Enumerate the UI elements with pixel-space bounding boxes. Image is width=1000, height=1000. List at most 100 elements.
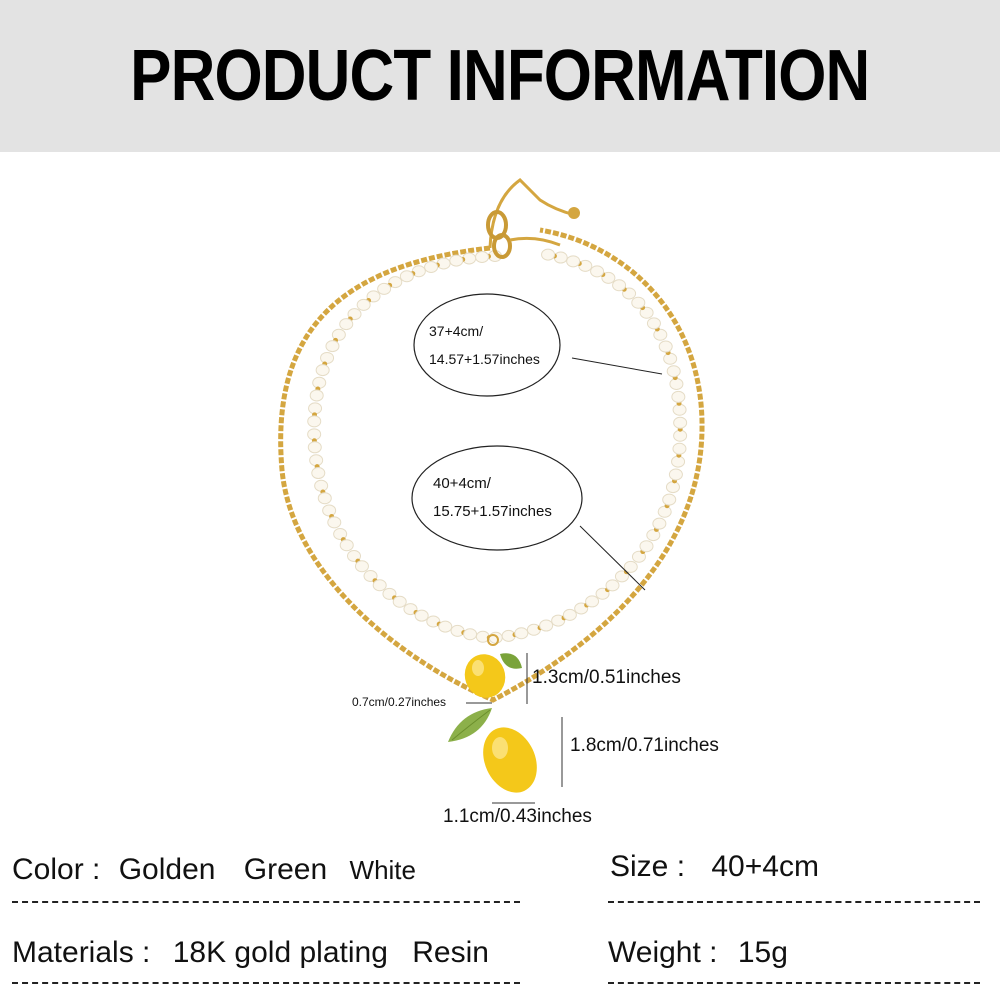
spec-weight-value: 15g [737,936,788,969]
pearl [426,615,441,628]
pearl [665,481,680,494]
spec-color: Color : Golden Green White [12,853,416,887]
pendant-2-width: 1.1cm/0.43inches [443,806,592,827]
spec-color-green: Green [243,853,328,886]
product-image: 37+4cm/ 14.57+1.57inches 40+4cm/ 15.75+1… [0,152,1000,842]
pearl [562,608,577,621]
pearl [463,628,478,641]
pearl [605,579,620,592]
necklace-1-length-cm: 37+4cm/ [429,323,484,339]
pendant-1-height: 1.3cm/0.51inches [532,667,681,688]
pearl [590,265,605,278]
pearl [424,260,439,273]
pearl [662,493,677,506]
pearl [673,416,688,429]
pearl [311,467,326,480]
pearl [317,492,332,505]
spec-color-golden: Golden [118,853,216,886]
pearl [653,328,668,341]
pearl [646,529,661,542]
pearl [514,627,529,640]
pearl [623,560,638,573]
pearl [671,390,686,403]
pearl [339,318,354,331]
divider [608,901,980,903]
pearl [672,403,687,416]
necklace-2-length-cm: 40+4cm/ [433,475,491,492]
pearl [414,609,429,622]
page-title: PRODUCT INFORMATION [130,36,870,116]
necklace-illustration [278,178,705,804]
pearl [372,579,387,592]
pearl [666,365,681,378]
spec-weight: Weight : 15g [608,936,788,970]
pendant-1-width: 0.7cm/0.27inches [352,695,447,709]
lemon-pendant-small [464,634,522,698]
pearl [322,504,337,517]
spec-materials-resin: Resin [412,936,489,969]
lemon-pendant-large [448,708,537,793]
header-banner: PRODUCT INFORMATION [0,0,1000,152]
pearl [347,549,362,562]
spec-weight-label: Weight : [608,936,718,969]
pearl [307,428,322,441]
pearl [399,270,414,283]
divider [608,982,980,984]
spec-color-label: Color : [12,853,101,886]
pearl [639,540,654,553]
pearl [488,631,503,644]
necklace-1-length-inches: 14.57+1.57inches [429,351,540,367]
pearl [354,560,369,573]
pearl [325,340,340,353]
pearl [566,255,581,268]
pearl [307,415,322,428]
pearl [339,539,354,552]
spec-size-label: Size : [610,850,686,883]
pearl [327,516,342,529]
pearl [657,505,672,518]
pearl [308,402,323,415]
pearl [551,614,566,627]
pearl [315,364,330,377]
spec-materials-gold: 18K gold plating [172,936,388,969]
pearl [309,389,324,402]
pearl [668,468,683,481]
necklace-2-length-inches: 15.75+1.57inches [433,503,552,520]
pearl [438,620,453,633]
pearl [631,550,646,563]
pearl [333,527,348,540]
pearl [658,340,673,353]
pearl [631,296,646,309]
pearl [669,377,684,390]
pearl [449,254,464,267]
divider [12,982,520,984]
pearl [392,595,407,608]
gold-chain [278,227,705,703]
spec-materials-label: Materials : [12,936,151,969]
spec-materials: Materials : 18K gold plating Resin [12,936,489,970]
pearl [585,595,600,608]
pearl [671,455,686,468]
pearl [356,298,371,311]
pearl [646,317,661,330]
pearl [314,479,329,492]
pearl [331,328,346,341]
necklace-2-length: 40+4cm/ 15.75+1.57inches [433,470,552,526]
spec-color-white: White [349,855,416,885]
pearl [320,351,335,364]
pearl [672,442,687,455]
pearl [652,517,667,530]
pearl [309,454,324,467]
divider [12,901,520,903]
pearl [377,282,392,295]
pearl [541,248,556,261]
pearl [307,441,322,454]
pearl [612,279,627,292]
spec-size-value: 40+4cm [711,850,819,883]
clasp-icon [486,178,580,259]
spec-size: Size : 40+4cm [610,850,819,884]
necklace-1-length: 37+4cm/ 14.57+1.57inches [429,317,540,373]
pearl [475,250,490,263]
pearl [663,352,678,365]
pearl [539,619,554,632]
